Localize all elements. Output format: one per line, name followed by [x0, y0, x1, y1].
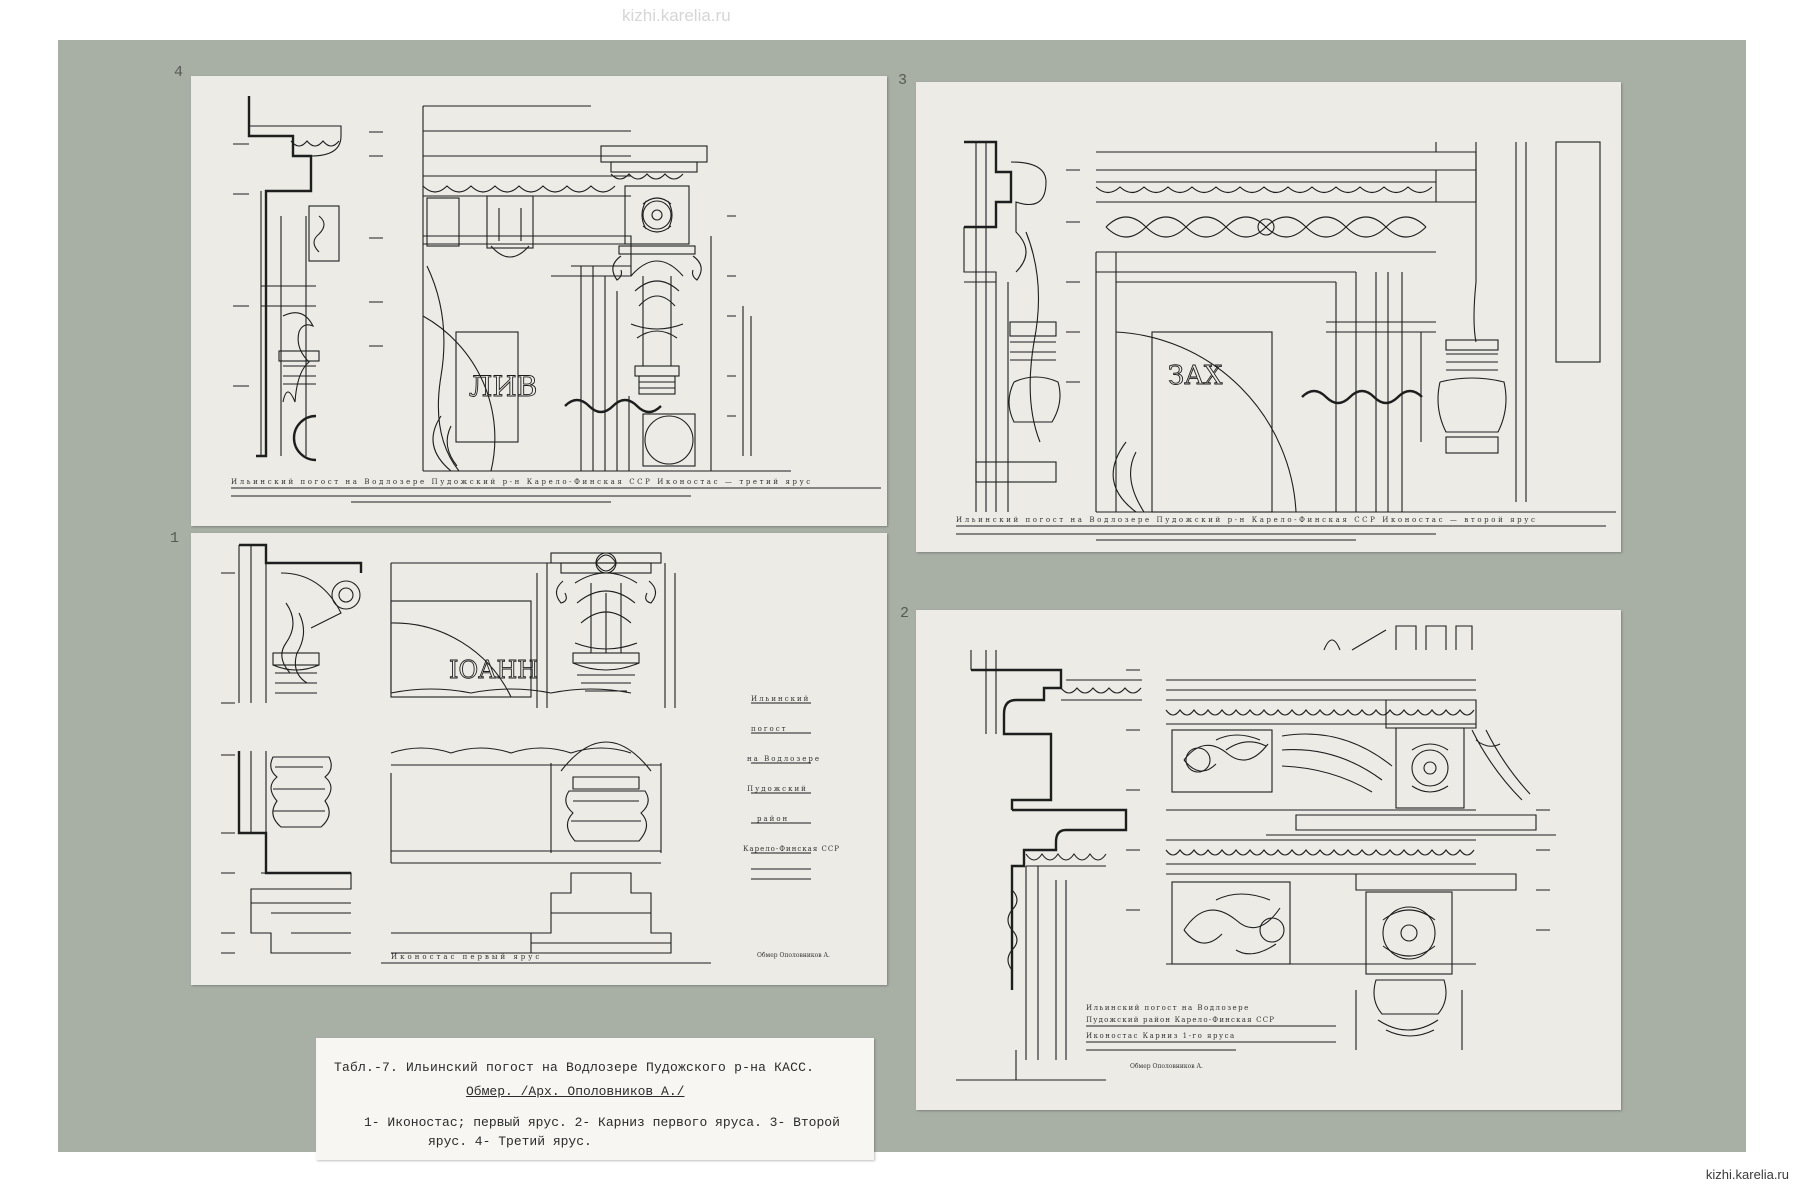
second-tier-drawing: ЗАХ Ильинский погост на Водлозере Пудожс… — [956, 140, 1616, 541]
svg-text:Ильинский погост на Водлозере: Ильинский погост на Водлозере Пудожский … — [231, 478, 813, 486]
caption-line-1: Табл.-7. Ильинский погост на Водлозере П… — [334, 1060, 815, 1075]
svg-text:Пудожский: Пудожский — [747, 785, 808, 793]
watermark-bottom-right: kizhi.karelia.ru — [1705, 1167, 1789, 1182]
svg-text:район: район — [757, 815, 789, 823]
svg-text:Обмер Ополовников А.: Обмер Ополовников А. — [757, 952, 830, 959]
mounting-board: ЛИВ И — [58, 40, 1746, 1160]
svg-text:Иконостас первый ярус: Иконостас первый ярус — [391, 953, 542, 961]
caption-line-3: 1- Иконостас; первый ярус. 2- Карниз пер… — [364, 1115, 840, 1130]
drawing-sheet-second-tier: ЗАХ Ильинский погост на Водлозере Пудожс… — [916, 82, 1621, 552]
sheet-number-a: 4 — [174, 64, 184, 81]
svg-text:Ильинский погост на Водлозере: Ильинский погост на Водлозере — [1086, 1004, 1250, 1012]
svg-text:на Водлозере: на Водлозере — [747, 755, 821, 763]
caption-line-4: ярус. 4- Третий ярус. — [428, 1134, 592, 1149]
svg-text:Карело-Финская ССР: Карело-Финская ССР — [743, 845, 840, 853]
svg-text:Ильинский погост на Водлозере: Ильинский погост на Водлозере Пудожский … — [956, 516, 1538, 524]
sheet-number-b: 3 — [898, 72, 908, 89]
svg-text:Иконостас Карниз 1-го яруса: Иконостас Карниз 1-го яруса — [1086, 1032, 1236, 1040]
sheet-number-c: 1 — [170, 530, 180, 547]
svg-text:Ильинский: Ильинский — [751, 695, 810, 703]
inscription-ioann: ІОАНН — [449, 656, 538, 684]
drawing-sheet-cornice: Ильинский погост на Водлозере Пудожский … — [916, 610, 1621, 1110]
first-tier-drawing: ІОАНН — [221, 543, 840, 964]
third-tier-drawing: ЛИВ И — [231, 96, 881, 503]
sheet-number-d: 2 — [900, 605, 910, 622]
svg-text:Пудожский район Карело-Финская: Пудожский район Карело-Финская ССР — [1086, 1016, 1275, 1024]
svg-text:погост: погост — [751, 725, 788, 733]
drawing-sheet-third-tier: ЛИВ И — [191, 76, 887, 526]
cornice-drawing: Ильинский погост на Водлозере Пудожский … — [956, 625, 1556, 1081]
caption-card: Табл.-7. Ильинский погост на Водлозере П… — [316, 1038, 874, 1160]
watermark-top: kizhi.karelia.ru — [622, 6, 731, 25]
drawing-sheet-first-tier: ІОАНН — [191, 533, 887, 985]
caption-line-2: Обмер. /Арх. Ополовников А./ — [466, 1084, 685, 1099]
svg-text:Обмер Ополовников А.: Обмер Ополовников А. — [1130, 1063, 1203, 1070]
